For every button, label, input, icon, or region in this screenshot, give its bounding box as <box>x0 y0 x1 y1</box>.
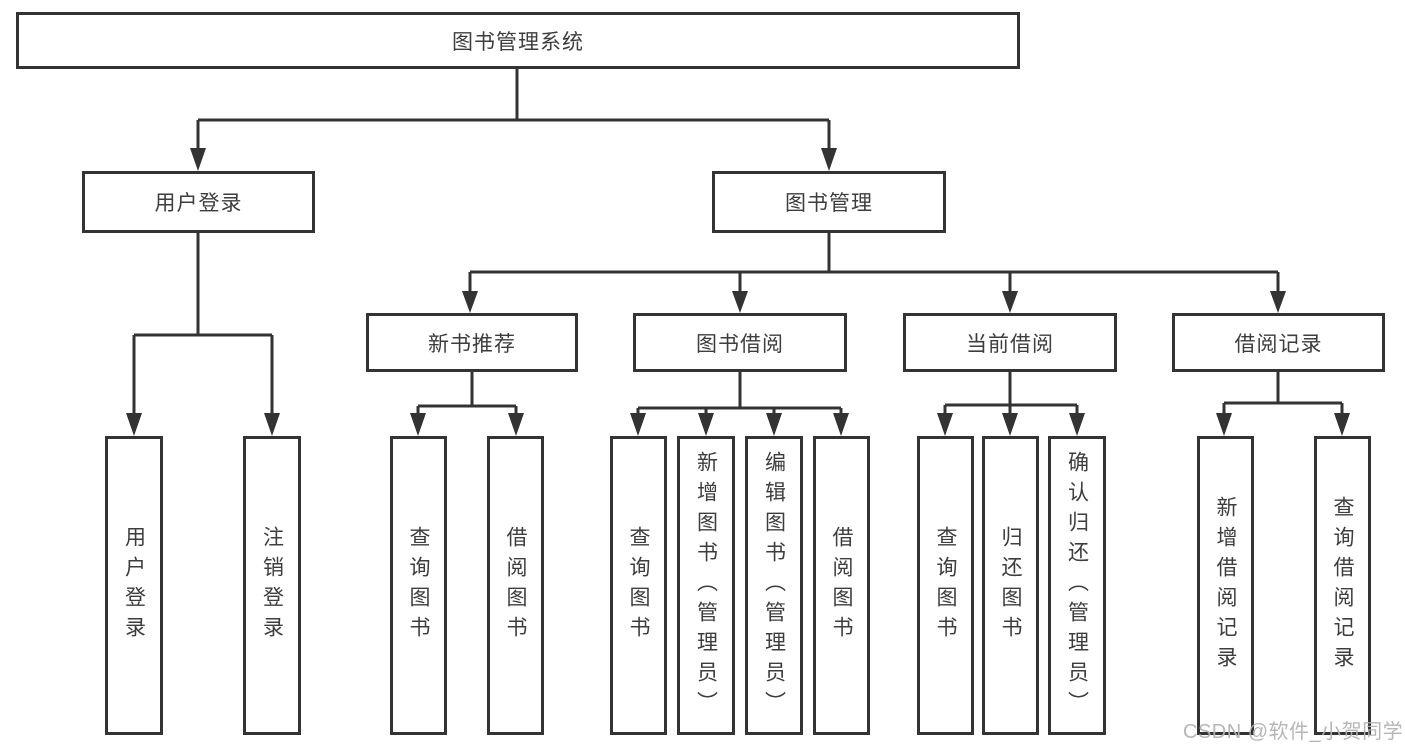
leaf-confirm-return-admin: 确认归还（管理员） <box>1048 436 1106 735</box>
leaf-add-borrow-record: 新增借阅记录 <box>1197 436 1254 735</box>
leaf-logout: 注销登录 <box>243 436 301 735</box>
arrowhead <box>630 413 646 436</box>
node-current-borrow-label: 当前借阅 <box>966 332 1054 356</box>
arrowhead <box>264 413 280 436</box>
leaf-current-query-books-label: 查询图书 <box>934 525 957 646</box>
node-user-login: 用户登录 <box>82 171 315 233</box>
arrowhead <box>766 413 782 436</box>
arrowhead <box>126 413 142 436</box>
node-user-login-label: 用户登录 <box>154 192 243 215</box>
arrowhead <box>1270 291 1286 313</box>
node-root: 图书管理系统 <box>16 12 1020 69</box>
node-current-borrow: 当前借阅 <box>903 313 1117 372</box>
connector-current-borrow <box>943 372 1079 416</box>
node-book-borrow-label: 图书借阅 <box>696 332 784 356</box>
connector-book-management <box>468 233 1280 293</box>
leaf-query-borrow-record-label: 查询借阅记录 <box>1331 495 1354 676</box>
leaf-return-books-label: 归还图书 <box>999 525 1022 646</box>
arrowhead <box>410 413 426 436</box>
arrowhead <box>732 291 748 313</box>
arrowhead <box>1334 413 1350 436</box>
leaf-borrow-query-books-label: 查询图书 <box>627 525 650 646</box>
leaf-borrow-query-books: 查询图书 <box>610 436 667 735</box>
arrowhead <box>1002 291 1018 313</box>
arrowhead <box>821 148 837 171</box>
leaf-recommend-query-books: 查询图书 <box>390 436 447 735</box>
connector-segments <box>132 69 1344 416</box>
leaf-borrow-books: 借阅图书 <box>813 436 870 735</box>
connector-root <box>196 69 831 150</box>
arrowhead <box>698 413 714 436</box>
connector-borrow-records <box>1222 372 1344 416</box>
leaf-return-books: 归还图书 <box>982 436 1039 735</box>
leaf-user-login: 用户登录 <box>105 436 163 735</box>
node-borrow-records-label: 借阅记录 <box>1234 332 1323 356</box>
leaf-query-borrow-record: 查询借阅记录 <box>1314 436 1371 735</box>
leaf-recommend-borrow-books-label: 借阅图书 <box>504 525 527 646</box>
arrowheads <box>126 148 1350 436</box>
node-new-book-recommend-label: 新书推荐 <box>428 332 516 356</box>
leaf-edit-books-admin-label: 编辑图书（管理员） <box>762 450 786 721</box>
leaf-recommend-borrow-books: 借阅图书 <box>487 436 544 735</box>
connector-new-book-recommend <box>416 372 518 416</box>
leaf-add-books-admin: 新增图书（管理员） <box>677 436 735 735</box>
leaf-add-books-admin-label: 新增图书（管理员） <box>694 450 718 721</box>
arrowhead <box>937 413 953 436</box>
leaf-logout-label: 注销登录 <box>260 525 284 646</box>
leaf-edit-books-admin: 编辑图书（管理员） <box>745 436 803 735</box>
connector-user-login <box>132 233 274 416</box>
leaf-current-query-books: 查询图书 <box>917 436 974 735</box>
connector-book-borrow <box>636 372 843 416</box>
node-book-management: 图书管理 <box>712 171 946 233</box>
node-book-management-label: 图书管理 <box>785 192 873 215</box>
arrowhead <box>462 291 478 313</box>
arrowhead <box>1216 413 1232 436</box>
leaf-confirm-return-admin-label: 确认归还（管理员） <box>1065 450 1089 721</box>
leaf-user-login-label: 用户登录 <box>122 525 146 646</box>
node-borrow-records: 借阅记录 <box>1172 313 1385 372</box>
leaf-add-borrow-record-label: 新增借阅记录 <box>1214 495 1237 676</box>
node-root-label: 图书管理系统 <box>452 30 584 54</box>
leaf-borrow-books-label: 借阅图书 <box>830 525 853 646</box>
arrowhead <box>1002 413 1018 436</box>
arrowhead <box>833 413 849 436</box>
arrowhead <box>1069 413 1085 436</box>
arrowhead <box>508 413 524 436</box>
arrowhead <box>190 148 206 171</box>
node-book-borrow: 图书借阅 <box>633 313 847 372</box>
leaf-recommend-query-books-label: 查询图书 <box>407 525 430 646</box>
csdn-watermark: CSDN @软件_小贺同学 <box>1183 721 1404 743</box>
node-new-book-recommend: 新书推荐 <box>366 313 578 372</box>
